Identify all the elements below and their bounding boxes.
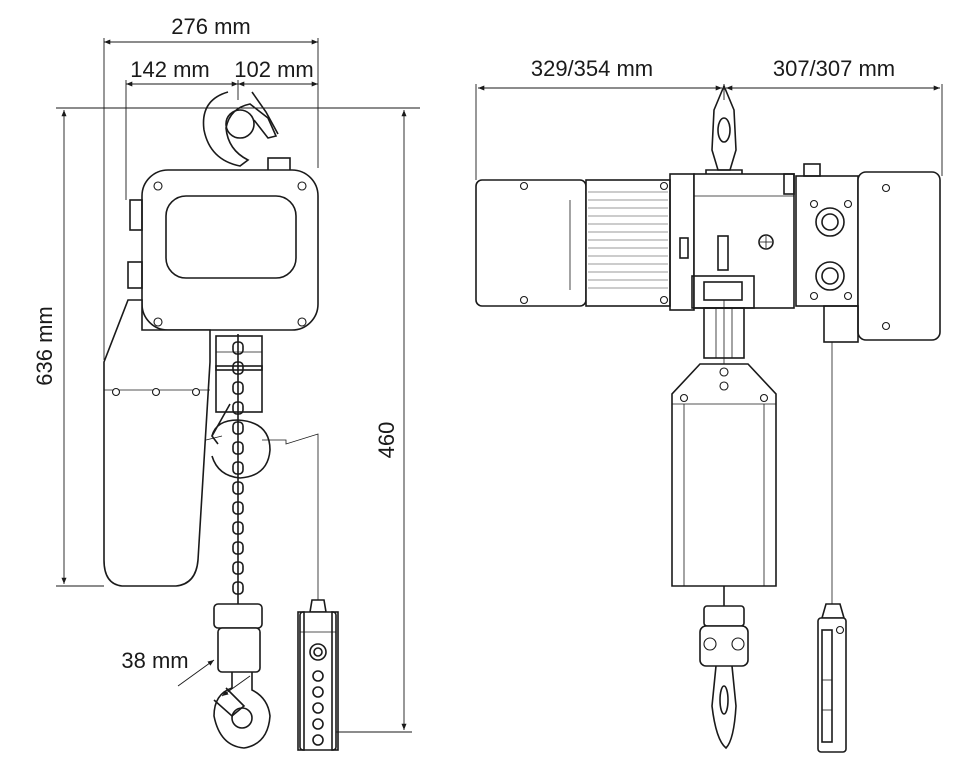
chain-link [232, 401, 244, 415]
chain-link [232, 341, 244, 355]
chain-link [232, 501, 244, 515]
gear-frame [691, 173, 795, 309]
bottom-hook [213, 603, 271, 749]
chain-link [232, 441, 244, 455]
chain-link [232, 461, 244, 475]
lower-block [205, 365, 271, 479]
chain-link [232, 561, 244, 575]
side-pendant [817, 342, 847, 753]
chain-link [232, 541, 244, 555]
side-view: 329/354 mm 307/307 mm [475, 56, 943, 753]
motor-unit [475, 173, 695, 311]
front-view: 276 mm 142 mm 102 mm 636 mm 460 38 mm [32, 14, 420, 751]
gearbox-unit [795, 163, 941, 343]
hoist-housing [127, 169, 319, 331]
chain-link [232, 521, 244, 535]
dim-left-offset: 142 mm [130, 57, 209, 82]
pendant-control [297, 599, 339, 751]
chain-link [232, 361, 244, 375]
side-dimensions [475, 84, 943, 180]
chain-link [232, 481, 244, 495]
front-dimensions [56, 38, 420, 733]
dim-overall-width: 276 mm [171, 14, 250, 39]
dim-gear-side: 307/307 mm [773, 56, 895, 81]
chain-link [232, 421, 244, 435]
dim-hook-travel: 460 [374, 422, 399, 459]
dim-hook-throat: 38 mm [121, 648, 188, 673]
side-bottom-hook [699, 586, 749, 750]
dim-right-offset: 102 mm [234, 57, 313, 82]
top-hook [202, 91, 291, 173]
dim-motor-side: 329/354 mm [531, 56, 653, 81]
dim-overall-height: 636 mm [32, 306, 57, 385]
chain-bag [671, 363, 777, 587]
chain-container [103, 299, 211, 587]
chain-link [232, 581, 244, 595]
load-chain [232, 334, 244, 606]
chain-link [232, 381, 244, 395]
